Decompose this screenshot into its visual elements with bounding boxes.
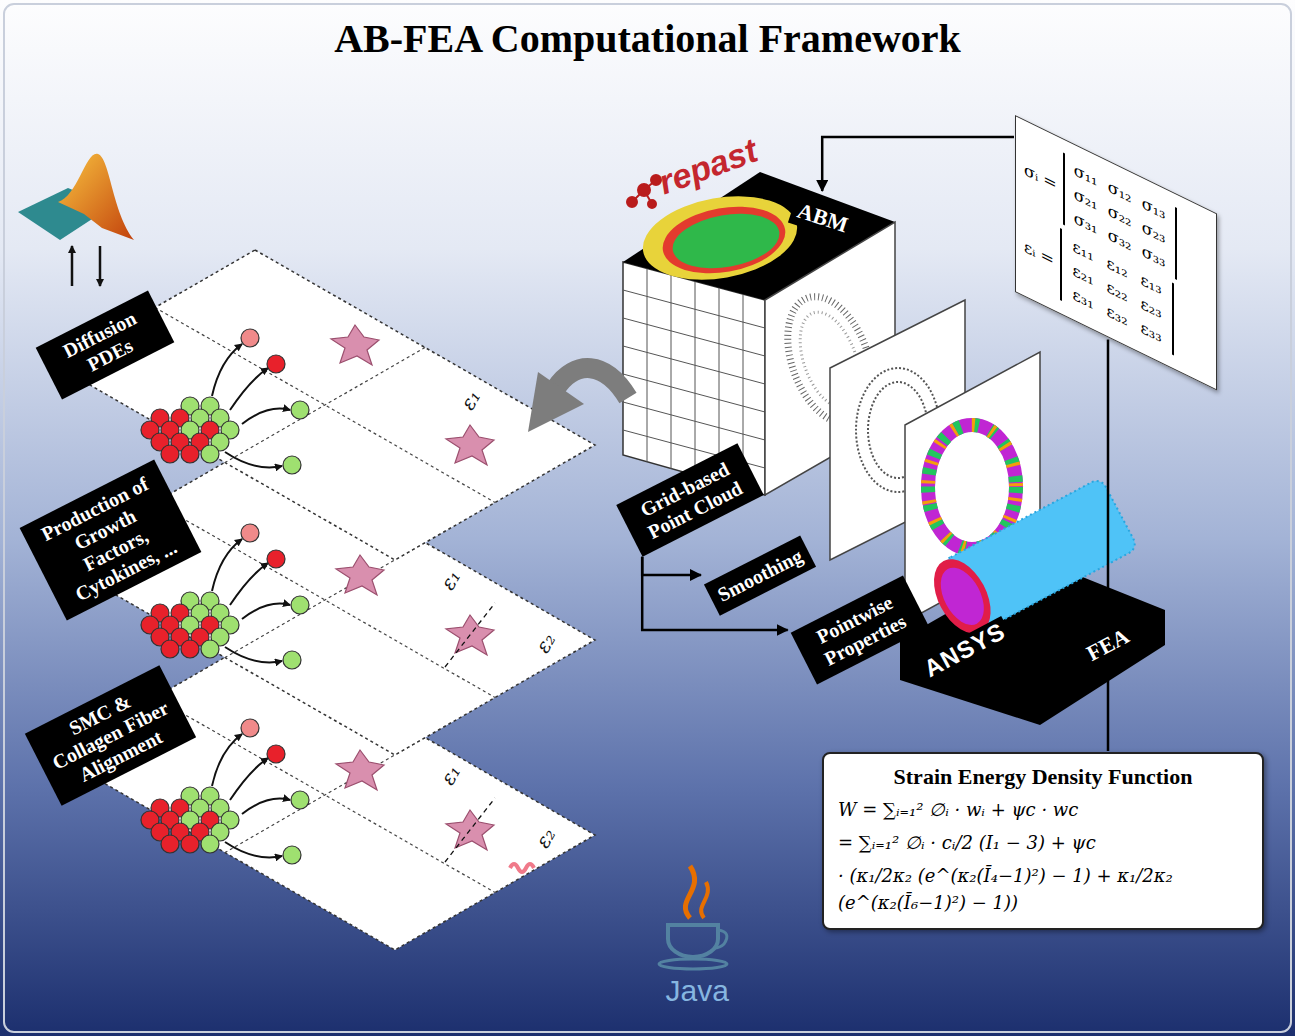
connector: [642, 557, 701, 575]
diagram-title: AB-FEA Computational Framework: [0, 16, 1295, 62]
connector: [1107, 339, 1110, 616]
java-logo: [659, 866, 727, 969]
matrix-label: σᵢ =: [1024, 157, 1057, 197]
logo-text: Java: [666, 974, 729, 1007]
stress-strain-panel: σᵢ =σ₁₁σ₁₂σ₁₃σ₂₁σ₂₂σ₂₃σ₃₁σ₃₂σ₃₃εᵢ =ε₁₁ε₁…: [1015, 115, 1217, 391]
matlab-logo: [18, 154, 134, 286]
equation-box: Strain Energy Density Function W = ∑ᵢ₌₁² …: [822, 752, 1264, 930]
connector: [822, 137, 1014, 191]
matrix-label: εᵢ =: [1024, 234, 1054, 273]
step-tag: Smoothing: [704, 535, 816, 615]
node-text: Grid-based Point Cloud: [626, 452, 754, 547]
node-text: Smoothing: [714, 544, 807, 606]
equation-line: W = ∑ᵢ₌₁² ∅ᵢ · wᵢ + ψc · wc: [838, 796, 1248, 823]
frame: [4, 4, 1291, 1032]
transfer-arrow: [528, 368, 628, 432]
connector: [1107, 674, 1110, 751]
box-heading: Strain Energy Density Function: [838, 764, 1248, 790]
repast-logo: [627, 175, 661, 208]
equation-line: · (κ₁/2κ₂ (e^(κ₂(Ī₄−1)²) − 1) + κ₁/2κ₂ (…: [838, 862, 1248, 916]
equation-line: = ∑ᵢ₌₁² ∅ᵢ · cᵢ/2 (I₁ − 3) + ψc: [838, 829, 1248, 856]
fea-base: [900, 477, 1165, 725]
